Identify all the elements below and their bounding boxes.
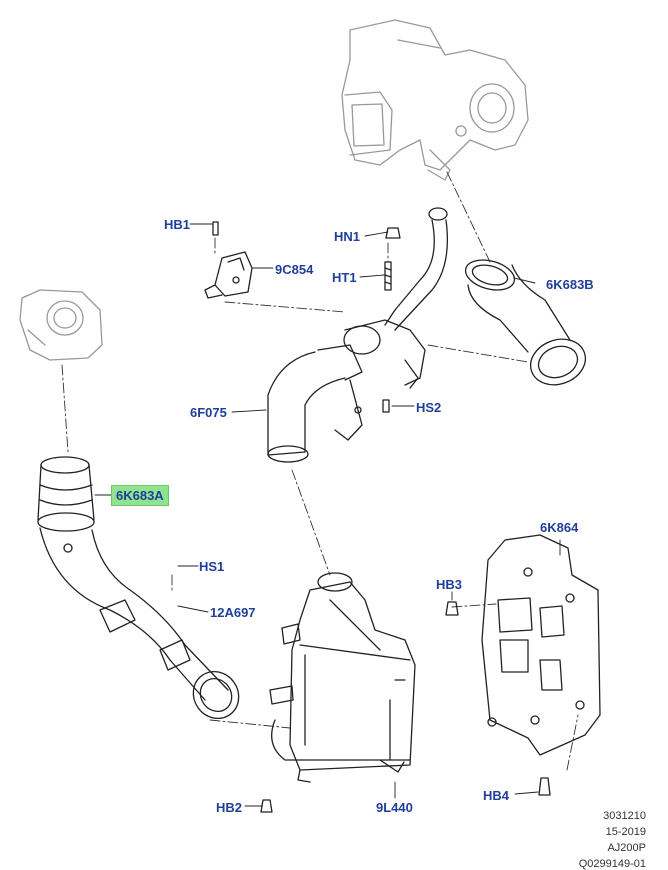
turbocharger-illustration (341, 19, 529, 181)
callout-hb3: HB3 (436, 577, 463, 592)
callout-6k683b: 6K683B (546, 277, 594, 292)
callout-hb2: HB2 (216, 800, 243, 815)
callout-hs1: HS1 (199, 559, 225, 574)
hose-6k683b-illustration (464, 259, 587, 386)
callout-ht1: HT1 (332, 270, 357, 285)
callout-9l440: 9L440 (376, 800, 413, 815)
footer-drawing-id: Q0299149-01 (578, 858, 646, 870)
hose-6k683a-illustration (37, 456, 240, 720)
callout-12a697: 12A697 (210, 605, 256, 620)
callout-6f075: 6F075 (190, 405, 227, 420)
footer-engine-code: AJ200P (607, 842, 646, 854)
heat-shield-6k864-illustration (260, 534, 601, 813)
callout-hb1: HB1 (164, 217, 191, 232)
callout-leaders (94, 223, 561, 807)
footer-ref-number: 3031210 (603, 810, 646, 822)
vacuum-tube-illustration (384, 207, 449, 331)
pipe-6f075-illustration (267, 319, 426, 463)
callout-hn1: HN1 (334, 229, 361, 244)
bracket-9c854-illustration (204, 221, 253, 299)
callout-6k683a-highlighted[interactable]: 6K683A (111, 485, 169, 506)
footer-date: 15-2019 (605, 826, 646, 838)
callout-6k864: 6K864 (540, 520, 579, 535)
fasteners-hn1-ht1-illustration (384, 227, 401, 291)
callout-hs2: HS2 (416, 400, 442, 415)
throttle-body-illustration (19, 289, 103, 361)
callout-hb4: HB4 (483, 788, 510, 803)
intercooler-9l440-illustration (269, 572, 416, 783)
callout-9c854: 9C854 (275, 262, 314, 277)
leader-lines (61, 171, 579, 771)
